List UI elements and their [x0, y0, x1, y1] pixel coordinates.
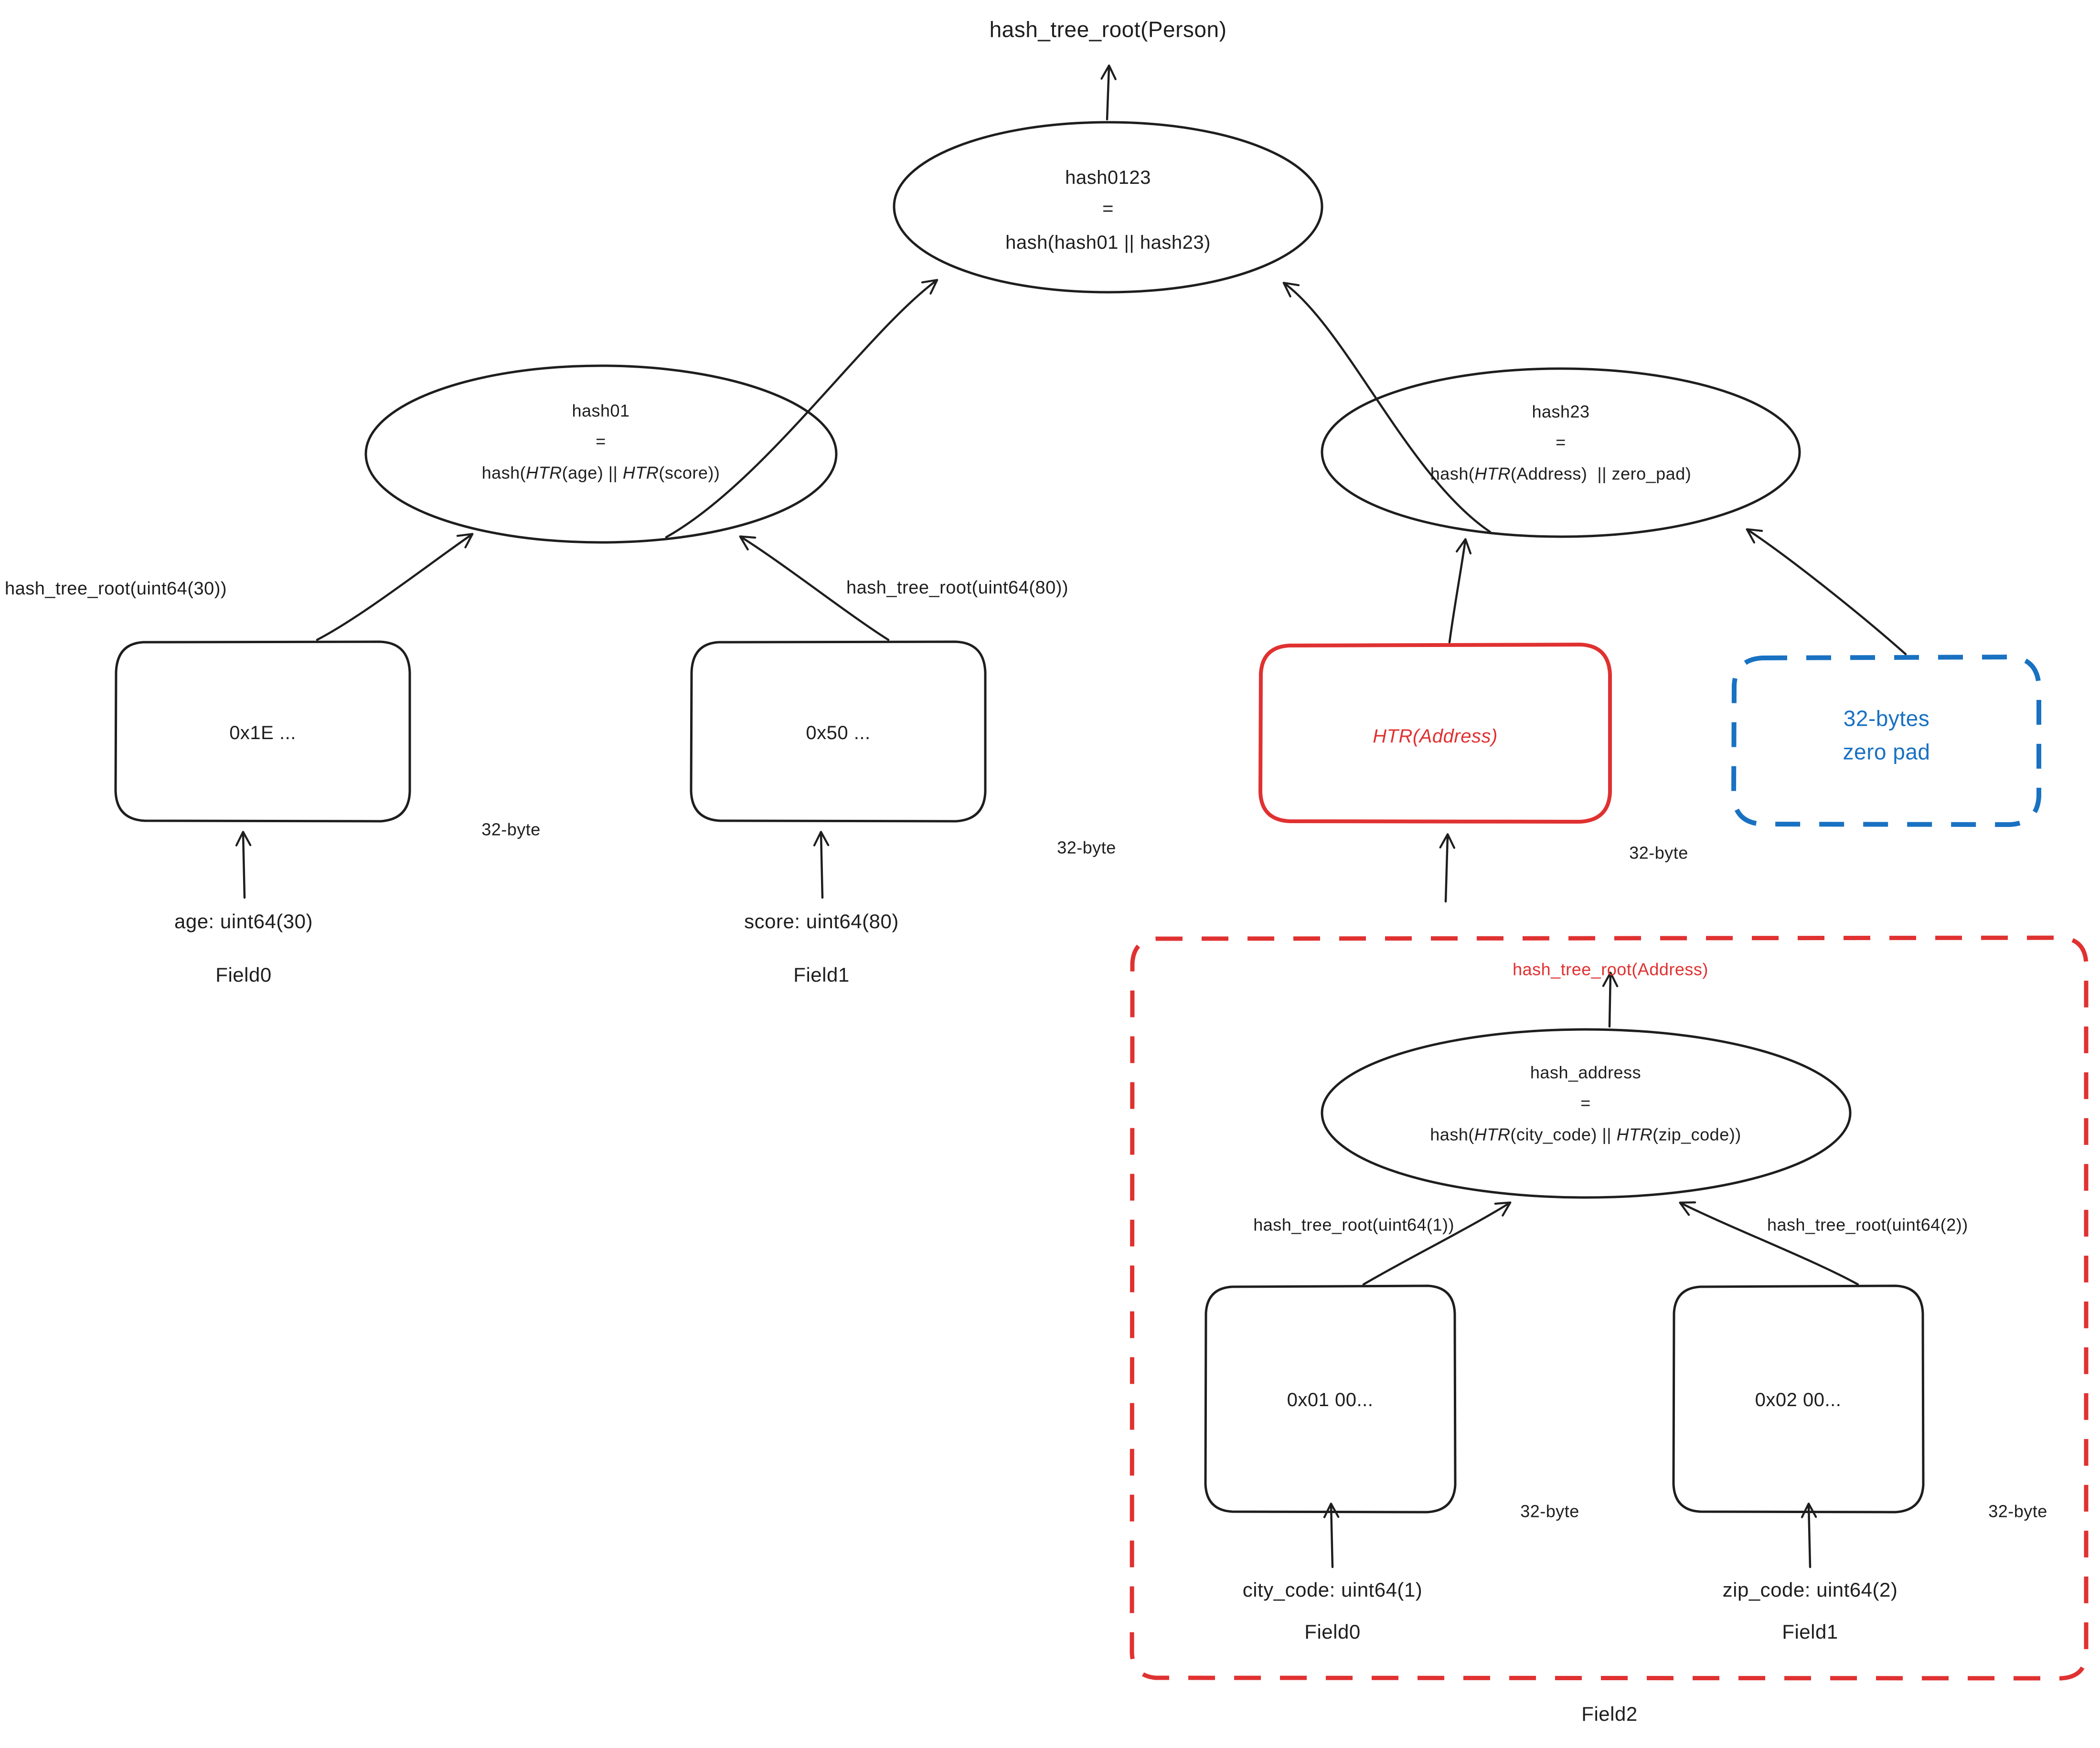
- field2-group-boundary: [1130, 935, 2089, 1681]
- edge-city-code-source-to-box: [1323, 1503, 1340, 1568]
- edge-age-to-hash01: [316, 533, 474, 641]
- edge-city-code-to-hash-address: [1362, 1201, 1512, 1286]
- edge-htr-address-to-hash23: [1448, 538, 1472, 644]
- edge-score-to-hash01: [739, 535, 890, 641]
- hash23-node-shape: [1321, 367, 1801, 538]
- zip-code-leaf-box-shape: [1672, 1284, 1925, 1514]
- hash01-node-shape: [364, 364, 838, 544]
- htr-address-leaf-box-shape: [1258, 643, 1612, 824]
- zero-pad-box-shape: [1731, 655, 2041, 827]
- edge-zero-pad-to-hash23: [1746, 528, 1907, 656]
- edge-score-source-to-box: [813, 831, 830, 899]
- edge-hash01-to-root: [665, 279, 938, 539]
- hash-address-node-shape: [1321, 1028, 1852, 1199]
- edge-hash23-to-root: [1282, 282, 1492, 533]
- root-node-shape: [893, 121, 1323, 294]
- city-code-leaf-box-shape: [1204, 1284, 1457, 1514]
- edge-root-to-person-label: [1100, 64, 1117, 121]
- score-leaf-box-shape: [690, 640, 987, 823]
- edge-zip-code-source-to-box: [1801, 1503, 1817, 1568]
- edge-age-source-to-box: [235, 831, 252, 899]
- age-leaf-box-shape: [114, 640, 411, 823]
- edge-zip-code-to-hash-address: [1679, 1201, 1859, 1286]
- edge-address-subtree-to-htr-box: [1439, 833, 1455, 903]
